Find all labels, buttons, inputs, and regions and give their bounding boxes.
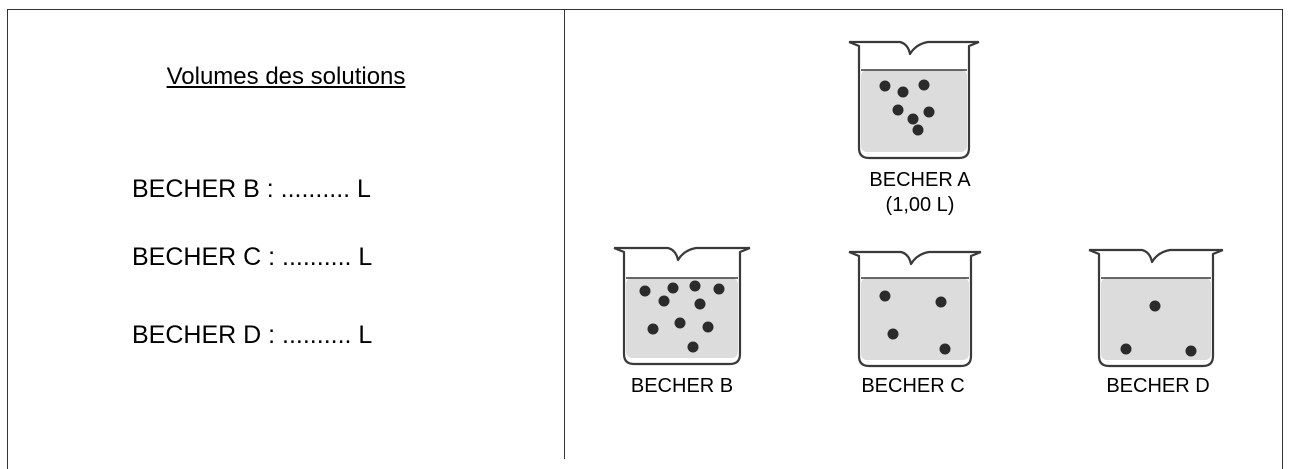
beaker-d-label: BECHER D: [1106, 374, 1209, 398]
beaker-c-particle: [880, 291, 891, 302]
beaker-b-particle: [675, 318, 686, 329]
beaker-a-volume: (1,00 L): [886, 193, 955, 217]
beaker-b-particle: [714, 284, 725, 295]
beaker-c-label: BECHER C: [861, 374, 964, 398]
beaker-b-particle: [688, 342, 699, 353]
volumes-panel: Volumes des solutions BECHER B : .......…: [8, 10, 564, 459]
beaker-c-particle: [888, 329, 899, 340]
beaker-b-particle: [703, 322, 714, 333]
beaker-c: [849, 252, 981, 366]
beaker-a-particle: [898, 87, 909, 98]
beaker-b-particle: [695, 299, 706, 310]
beaker-a-particle: [893, 105, 904, 116]
beaker-d: [1089, 250, 1223, 366]
beaker-b-particle: [668, 283, 679, 294]
beaker-b-particle: [648, 324, 659, 335]
volume-line-becher-d: BECHER D : .......... L: [132, 321, 372, 350]
beaker-c-particle: [936, 297, 947, 308]
beaker-d-particle: [1121, 344, 1132, 355]
volumes-title: Volumes des solutions: [8, 63, 564, 91]
beaker-c-liquid: [861, 278, 969, 360]
beaker-a-liquid: [861, 70, 967, 152]
beaker-b-particle: [640, 286, 651, 297]
beaker-a-particle: [913, 125, 924, 136]
beaker-b: [614, 248, 750, 364]
beakers-panel: BECHER A (1,00 L) BECHER B BECHER C BECH…: [565, 10, 1283, 459]
beaker-a-particle: [880, 81, 891, 92]
beaker-a-particle: [919, 80, 930, 91]
beaker-a-particle: [908, 114, 919, 125]
beaker-a-particle: [924, 107, 935, 118]
beaker-b-particle: [659, 296, 670, 307]
beaker-a: [849, 42, 979, 158]
beaker-b-particle: [690, 281, 701, 292]
beaker-d-particle: [1186, 346, 1197, 357]
beaker-c-particle: [940, 344, 951, 355]
beaker-b-label: BECHER B: [631, 374, 733, 398]
beaker-d-particle: [1150, 301, 1161, 312]
volume-line-becher-b: BECHER B : .......... L: [132, 175, 371, 204]
beaker-a-label: BECHER A: [869, 168, 970, 192]
volume-line-becher-c: BECHER C : .......... L: [132, 243, 372, 272]
